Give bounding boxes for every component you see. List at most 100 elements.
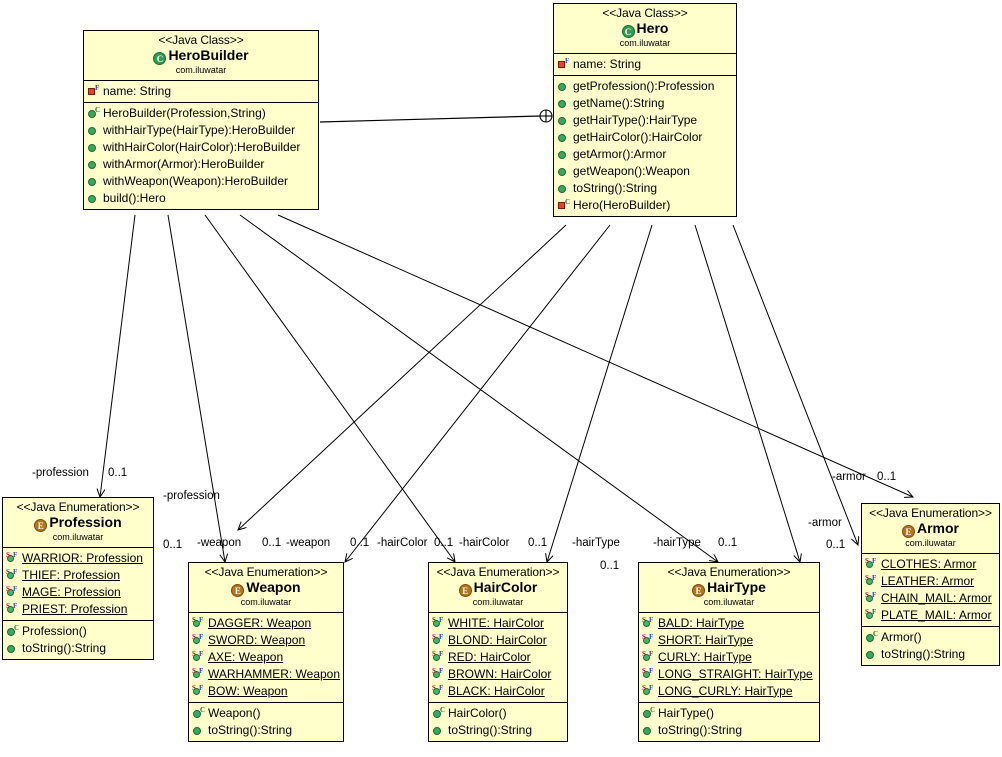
edge-label-weapon-role-builder: -weapon: [197, 537, 242, 549]
method-row[interactable]: C Armor(): [862, 629, 999, 646]
method-row[interactable]: C Weapon(): [189, 705, 343, 722]
method-row[interactable]: getArmor():Armor: [554, 146, 736, 163]
method-row[interactable]: getName():String: [554, 95, 736, 112]
method-row[interactable]: toString():String: [639, 722, 819, 739]
method-row[interactable]: toString():String: [189, 722, 343, 739]
member-label: LEATHER: Armor: [881, 573, 975, 588]
edge-hero-profession: [238, 224, 567, 530]
method-row[interactable]: getHairColor():HairColor: [554, 129, 736, 146]
field-row[interactable]: F name: String: [554, 56, 736, 73]
method-row[interactable]: toString():String: [554, 180, 736, 197]
member-label: LONG_CURLY: HairType: [658, 683, 793, 698]
edge-label-hairtype-mult-hero: 0..1: [718, 537, 738, 549]
method-row[interactable]: toString():String: [3, 640, 153, 657]
haircolor-package: com.iluwatar: [472, 596, 524, 607]
method-row[interactable]: toString():String: [429, 722, 567, 739]
public-method-icon: [643, 724, 656, 737]
public-constructor-icon: C: [866, 630, 879, 644]
method-row[interactable]: build():Hero: [84, 190, 318, 207]
member-label: HairColor(): [448, 705, 507, 720]
public-method-icon: [88, 141, 101, 154]
public-method-icon: [558, 165, 571, 178]
method-row[interactable]: C HeroBuilder(Profession,String): [84, 105, 318, 122]
hero-stereotype: <<Java Class>>: [602, 6, 688, 20]
java-enum-icon: E: [231, 583, 245, 597]
member-label: Profession(): [22, 623, 87, 638]
method-row[interactable]: getWeapon():Weapon: [554, 163, 736, 180]
profession-package: com.iluwatar: [52, 531, 104, 542]
public-constructor-icon: C: [643, 706, 656, 720]
method-row[interactable]: withArmor(Armor):HeroBuilder: [84, 156, 318, 173]
edge-builder-hairtype: [239, 214, 718, 562]
member-label: LONG_STRAIGHT: HairType: [658, 666, 813, 681]
method-row[interactable]: C HairType(): [639, 705, 819, 722]
method-row[interactable]: C Profession(): [3, 623, 153, 640]
method-row[interactable]: toString():String: [862, 646, 999, 663]
profession-name: Profession: [49, 513, 122, 530]
method-row[interactable]: C Hero(HeroBuilder): [554, 197, 736, 214]
field-row[interactable]: F name: String: [84, 83, 318, 100]
public-constructor-icon: C: [433, 706, 446, 720]
armor-package: com.iluwatar: [905, 537, 956, 548]
method-row[interactable]: getHairType():HairType: [554, 112, 736, 129]
method-row[interactable]: C HairColor(): [429, 705, 567, 722]
method-row[interactable]: withHairColor(HairColor):HeroBuilder: [84, 139, 318, 156]
member-label: withArmor(Armor):HeroBuilder: [103, 156, 265, 171]
member-label: AXE: Weapon: [208, 649, 284, 664]
haircolor-stereotype: <<Java Enumeration>>: [436, 565, 560, 579]
java-enum-icon: E: [901, 524, 915, 538]
member-label: BALD: HairType: [658, 615, 745, 630]
method-row[interactable]: withHairType(HairType):HeroBuilder: [84, 122, 318, 139]
edge-builder-profession: [100, 214, 136, 497]
edge-hero-weapon: [345, 224, 611, 562]
herobuilder-name: HeroBuilder: [168, 46, 249, 63]
method-row[interactable]: getProfession():Profession: [554, 78, 736, 95]
hairtype-name: HairType: [707, 578, 766, 595]
method-row[interactable]: withWeapon(Weapon):HeroBuilder: [84, 173, 318, 190]
edge-label-armor-role-builder: -armor: [832, 471, 866, 483]
hero-name: Hero: [636, 19, 669, 36]
public-method-icon: [88, 158, 101, 171]
